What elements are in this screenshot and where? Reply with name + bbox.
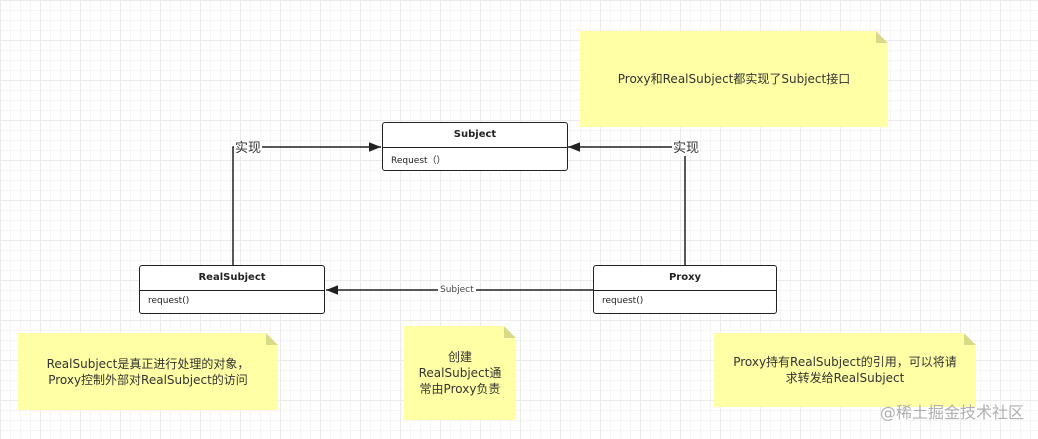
subject-class-name: Subject (383, 123, 567, 148)
real-subject-implements-label: 实现 (234, 141, 263, 156)
watermark: @稀土掘金技术社区 (879, 403, 1024, 422)
real-subject-class-name: RealSubject (140, 266, 324, 291)
subject-class-operation: Request（） (391, 156, 446, 166)
note-right[interactable]: Proxy持有RealSubject的引用，可以将请 求转发给RealSubje… (714, 333, 976, 407)
note-left-text: RealSubject是真正进行处理的对象， Proxy控制外部对RealSub… (46, 356, 250, 387)
note-left[interactable]: RealSubject是真正进行处理的对象， Proxy控制外部对RealSub… (18, 333, 278, 410)
proxy-class-operation: request() (602, 296, 644, 306)
note-top[interactable]: Proxy和RealSubject都实现了Subject接口 (580, 31, 888, 127)
note-middle-text: 创建 RealSubject通 常由Proxy负责 (418, 350, 502, 396)
note-right-text: Proxy持有RealSubject的引用，可以将请 求转发给RealSubje… (733, 355, 957, 385)
note-middle[interactable]: 创建 RealSubject通 常由Proxy负责 (404, 326, 516, 420)
proxy-implements-edge (568, 142, 686, 265)
real-subject-class[interactable]: RealSubject request() (139, 265, 325, 314)
proxy-implements-label: 实现 (672, 141, 701, 156)
proxy-class-name: Proxy (594, 266, 776, 291)
proxy-class[interactable]: Proxy request() (593, 265, 777, 314)
association-label: Subject (438, 285, 476, 296)
real-subject-implements-edge (232, 142, 381, 265)
subject-class[interactable]: Subject Request（） (382, 122, 568, 171)
note-top-text: Proxy和RealSubject都实现了Subject接口 (617, 72, 851, 86)
real-subject-class-operation: request() (148, 296, 190, 306)
